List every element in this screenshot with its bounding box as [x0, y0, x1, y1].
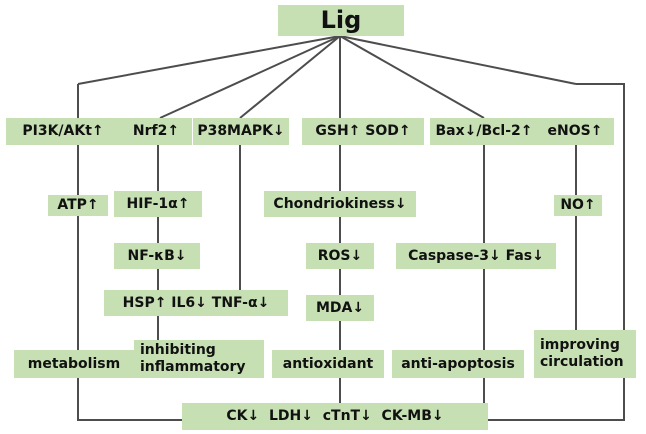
connector-root-pi3k: [77, 35, 341, 85]
connector-root-bax: [339, 35, 485, 119]
connector-root-nrf2: [159, 35, 341, 119]
node-caspase3-fas: Caspase-3↓ Fas↓: [396, 243, 556, 269]
node-enos: eNOS↑: [536, 118, 614, 145]
node-antioxidant: antioxidant: [272, 350, 384, 378]
node-metabolism: metabolism: [14, 350, 134, 378]
node-inhibiting-inflammatory: inhibiting inflammatory: [134, 340, 264, 378]
connector-root-p38: [239, 35, 341, 119]
inhibiting-line-1: inhibiting: [140, 342, 216, 358]
root-node-lig: Lig: [278, 5, 404, 36]
node-p38mapk: P38MAPK↓: [193, 118, 289, 145]
node-bax-bcl2: Bax↓/Bcl-2↑: [430, 118, 538, 145]
node-hsp-il6-tnf: HSP↑ IL6↓ TNF-α↓: [104, 290, 288, 316]
node-nrf2: Nrf2↑: [120, 118, 192, 145]
node-hif-1a: HIF-1α↑: [114, 191, 202, 217]
node-anti-apoptosis: anti-apoptosis: [392, 350, 524, 378]
node-mda: MDA↓: [306, 295, 374, 321]
connector-outer-frame: [77, 83, 625, 421]
node-gsh-sod: GSH↑ SOD↑: [302, 118, 424, 145]
node-improving-circulation: improving circulation: [534, 330, 636, 378]
inhibiting-line-2: inflammatory: [140, 359, 246, 375]
node-cardiac-markers: CK↓ LDH↓ cTnT↓ CK-MB↓: [182, 403, 488, 430]
node-pi3k-akt: PI3K/AKt↑: [6, 118, 120, 145]
node-atp: ATP↑: [48, 195, 108, 216]
improving-line-2: circulation: [540, 354, 624, 370]
node-chondriokiness: Chondriokiness↓: [264, 191, 416, 217]
node-no: NO↑: [554, 195, 602, 216]
node-nf-kb: NF-κB↓: [114, 243, 200, 269]
improving-line-1: improving: [540, 337, 620, 353]
connector-root-enos: [339, 35, 577, 85]
node-ros: ROS↓: [306, 243, 374, 269]
